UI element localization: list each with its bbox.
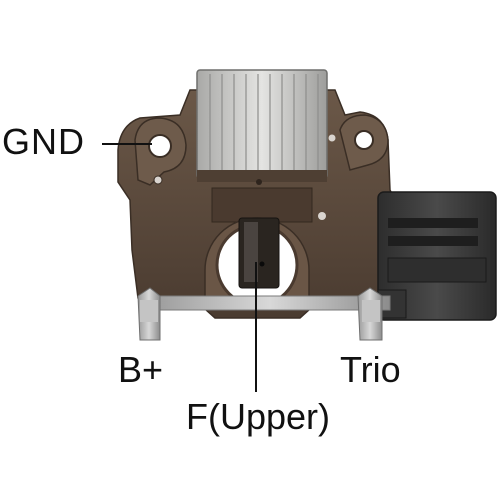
gnd-screw-hole — [148, 134, 172, 158]
gnd-label: GND — [2, 121, 85, 162]
trio-label: Trio — [340, 349, 401, 390]
right-screw-hole — [354, 130, 374, 150]
heatsink — [196, 69, 328, 179]
f-upper-label: F(Upper) — [186, 396, 331, 437]
b-plus-label: B+ — [118, 349, 164, 390]
terminal-strip — [149, 295, 391, 311]
